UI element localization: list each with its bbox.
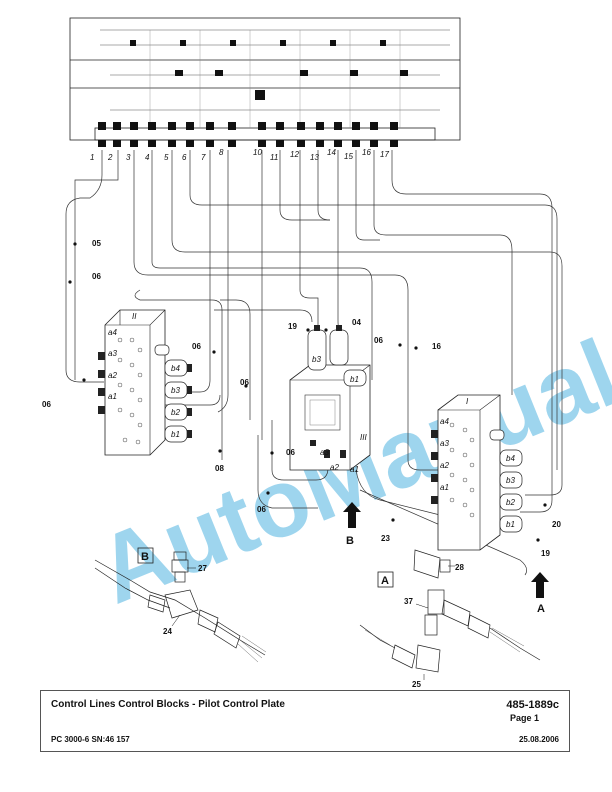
detail-a-label: A: [381, 575, 389, 587]
part-number-28: 28: [455, 563, 464, 572]
port-number: 12: [290, 150, 299, 159]
view-arrow-label-b: B: [346, 535, 354, 547]
port-number: 4: [145, 153, 150, 162]
port-number: 5: [164, 153, 169, 162]
port-label-a3-center: a3: [320, 448, 329, 457]
line-label-06: 06: [257, 505, 266, 514]
line-label-05: 05: [92, 239, 101, 248]
port-number: 13: [310, 153, 319, 162]
port-label-b1-right: b1: [506, 520, 515, 529]
pilot-hoses: [65, 150, 563, 576]
port-number: 8: [219, 148, 224, 157]
control-block-i: I a4 a3 a2 a1 b4 b3 b2 b1: [431, 394, 523, 551]
control-block-iii: b3 b1 a3 a2 a1 III: [289, 325, 371, 474]
hydraulic-diagram: AutoManual 1 2 3 4: [42, 17, 612, 680]
port-label-b3-center: b3: [312, 355, 321, 364]
port-number: 17: [380, 150, 389, 159]
block-roman-label: I: [466, 397, 469, 406]
port-label-b3: b3: [171, 386, 180, 395]
detail-a: A 28 37: [359, 549, 541, 680]
port-number: 15: [344, 152, 353, 161]
control-block-ii: II a4 a3 a2 a1 b4 b3 b2 b1: [98, 309, 192, 456]
port-label-b2-right: b2: [506, 498, 515, 507]
line-label-06: 06: [42, 400, 51, 409]
detail-b-label: B: [141, 551, 149, 563]
arrow-b-icon: [343, 502, 361, 528]
machine-model: PC 3000-6 SN:46 157: [51, 735, 130, 744]
port-label-a1: a1: [108, 392, 117, 401]
line-label-08: 08: [215, 464, 224, 473]
port-label-a1-center: a1: [350, 465, 359, 474]
line-label-20: 20: [552, 520, 561, 529]
part-number-27: 27: [198, 564, 207, 573]
port-number: 10: [253, 148, 262, 157]
port-number: 3: [126, 153, 131, 162]
port-label-b4-right: b4: [506, 454, 515, 463]
line-label-19: 19: [541, 549, 550, 558]
drawing-date: 25.08.2006: [518, 735, 559, 744]
line-label-06: 06: [240, 378, 249, 387]
plate-fittings: [98, 40, 408, 147]
part-number-24: 24: [163, 627, 172, 636]
port-label-a4: a4: [108, 328, 117, 337]
port-number: 1: [90, 153, 94, 162]
leader-dots: [68, 242, 547, 542]
block-roman-label: II: [132, 312, 137, 321]
line-label-16: 16: [432, 342, 441, 351]
port-label-a2-right: a2: [440, 461, 449, 470]
pilot-control-plate: [69, 17, 461, 141]
port-numbers: 1 2 3 4 5 6 7 8 10 11 12 13 14 15 16 17: [90, 148, 389, 162]
port-label-a3: a3: [108, 349, 117, 358]
title-block: Control Lines Control Blocks - Pilot Con…: [40, 690, 570, 752]
port-label-a2-center: a2: [330, 463, 339, 472]
port-label-a4-right: a4: [440, 417, 449, 426]
detail-b: B 27 24: [94, 547, 267, 663]
port-label-a2: a2: [108, 371, 117, 380]
port-label-a3-right: a3: [440, 439, 449, 448]
port-number: 14: [327, 148, 336, 157]
line-label-06: 06: [374, 336, 383, 345]
port-number: 6: [182, 153, 187, 162]
drawing-title: Control Lines Control Blocks - Pilot Con…: [51, 699, 285, 710]
port-number: 16: [362, 148, 371, 157]
port-label-b1: b1: [171, 430, 180, 439]
port-label-b4: b4: [171, 364, 180, 373]
port-label-b3-right: b3: [506, 476, 515, 485]
port-number: 7: [201, 153, 206, 162]
line-label-06: 06: [92, 272, 101, 281]
line-label-04: 04: [352, 318, 361, 327]
view-arrow-label-a: A: [537, 603, 545, 615]
line-label-06: 06: [192, 342, 201, 351]
port-label-b2: b2: [171, 408, 180, 417]
port-number: 2: [107, 153, 113, 162]
port-label-b1-center: b1: [350, 375, 359, 384]
document-number: 485-1889c: [506, 699, 559, 711]
port-label-a1-right: a1: [440, 483, 449, 492]
part-number-25: 25: [412, 680, 421, 689]
port-number: 11: [270, 153, 278, 162]
page-number: Page 1: [509, 713, 539, 723]
arrow-a-icon: [531, 572, 549, 598]
block-roman-label: III: [360, 433, 367, 442]
part-number-37: 37: [404, 597, 413, 606]
part-number-25-wrap: 25: [412, 680, 421, 689]
line-label-19: 19: [288, 322, 297, 331]
line-label-06: 06: [286, 448, 295, 457]
line-label-23: 23: [381, 534, 390, 543]
